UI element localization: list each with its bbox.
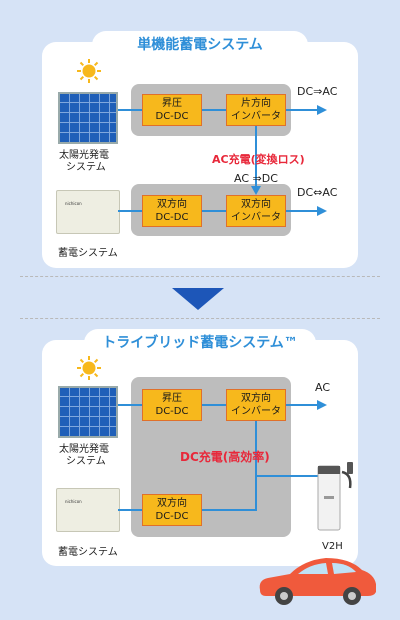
- connector-line: [255, 126, 257, 188]
- top-storage-label: 蓄電システム: [58, 248, 118, 259]
- divider: [20, 318, 380, 319]
- v2h-charger-icon: [317, 462, 353, 531]
- connector-line: [202, 109, 226, 111]
- sun-icon: [77, 356, 101, 380]
- battery-icon: nichicon: [56, 488, 120, 532]
- arrow-down-icon: [251, 186, 261, 195]
- top-solar-label-1: 太陽光発電: [59, 150, 109, 161]
- arrow-right-icon: [317, 400, 327, 410]
- connector-line: [255, 421, 257, 511]
- divider: [20, 276, 380, 277]
- chevron-down-icon: [172, 288, 224, 310]
- top-ac-dc-label: AC ⇒DC: [234, 172, 278, 185]
- bottom-card-title: トライブリッド蓄電システム™: [84, 329, 316, 357]
- top-oneway-inverter-box: 片方向インバータ: [226, 94, 286, 126]
- battery-icon: nichicon: [56, 190, 120, 234]
- top-red-note: AC充電(変換ロス): [212, 153, 305, 166]
- top-bidir-inverter-box: 双方向インバータ: [226, 195, 286, 227]
- connector-line: [255, 475, 320, 477]
- solar-panel-icon: [58, 386, 118, 438]
- top-solar-label-2: システム: [66, 162, 106, 173]
- solar-panel-icon: [58, 92, 118, 144]
- v2h-label: V2H: [322, 541, 343, 552]
- bottom-storage-label: 蓄電システム: [58, 547, 118, 558]
- bottom-bidir-inverter-box: 双方向インバータ: [226, 389, 286, 421]
- connector-line: [118, 404, 142, 406]
- connector-line: [202, 404, 226, 406]
- top-out-label-1: DC⇒AC: [297, 85, 338, 98]
- bottom-solar-label-1: 太陽光発電: [59, 444, 109, 455]
- connector-line: [285, 109, 317, 111]
- arrow-right-icon: [317, 206, 327, 216]
- bottom-out-ac: AC: [315, 381, 331, 394]
- connector-line: [118, 210, 142, 212]
- bottom-red-note: DC充電(高効率): [180, 450, 270, 464]
- arrow-right-icon: [317, 105, 327, 115]
- connector-line: [285, 210, 317, 212]
- connector-line: [202, 509, 257, 511]
- bottom-solar-label-2: システム: [66, 456, 106, 467]
- connector-line: [118, 509, 142, 511]
- car-icon: [259, 558, 376, 605]
- top-card-title: 単機能蓄電システム: [92, 31, 308, 59]
- connector-line: [285, 404, 317, 406]
- connector-line: [118, 109, 142, 111]
- top-out-label-2: DC⇔AC: [297, 186, 338, 199]
- connector-line: [202, 210, 226, 212]
- sun-icon: [77, 59, 101, 83]
